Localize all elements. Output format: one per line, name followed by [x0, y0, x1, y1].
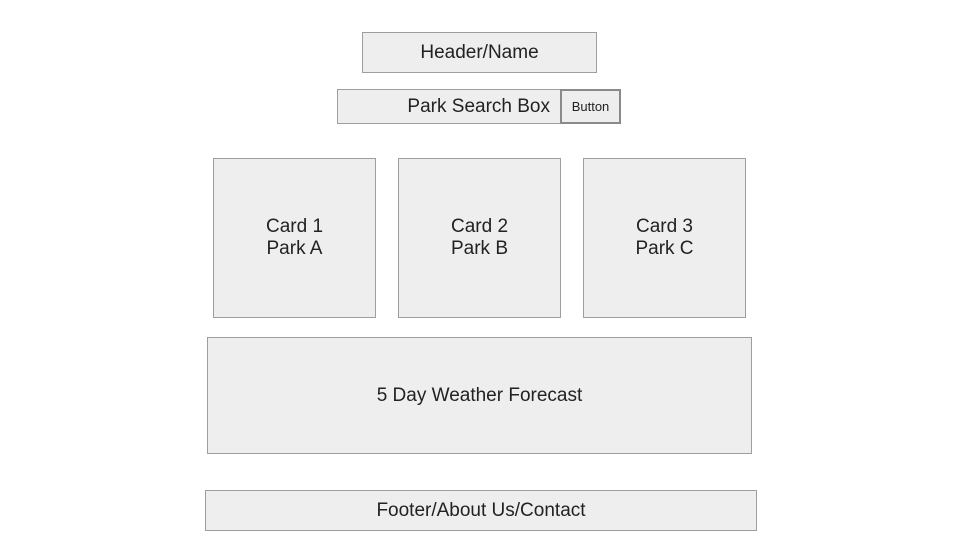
- park-card-1[interactable]: Card 1 Park A: [213, 158, 376, 318]
- card-title: Card 3: [635, 216, 693, 237]
- park-card-3[interactable]: Card 3 Park C: [583, 158, 746, 318]
- search-button-label: Button: [571, 98, 610, 114]
- park-card-2[interactable]: Card 2 Park B: [398, 158, 561, 318]
- footer-label: Footer/About Us/Contact: [376, 499, 586, 521]
- footer-box: Footer/About Us/Contact: [205, 490, 757, 531]
- park-search-box[interactable]: Park Search Box: [337, 89, 561, 124]
- park-search-label: Park Search Box: [407, 95, 550, 117]
- card-park-name: Park A: [266, 238, 323, 259]
- header-label: Header/Name: [420, 41, 539, 63]
- card-title: Card 2: [450, 216, 509, 237]
- weather-forecast-box: 5 Day Weather Forecast: [207, 337, 752, 454]
- search-button[interactable]: Button: [560, 89, 621, 124]
- card-park-name: Park C: [635, 238, 694, 259]
- header-name-box: Header/Name: [362, 32, 597, 73]
- card-title: Card 1: [265, 216, 324, 237]
- forecast-label: 5 Day Weather Forecast: [376, 384, 583, 406]
- card-park-name: Park B: [450, 238, 509, 259]
